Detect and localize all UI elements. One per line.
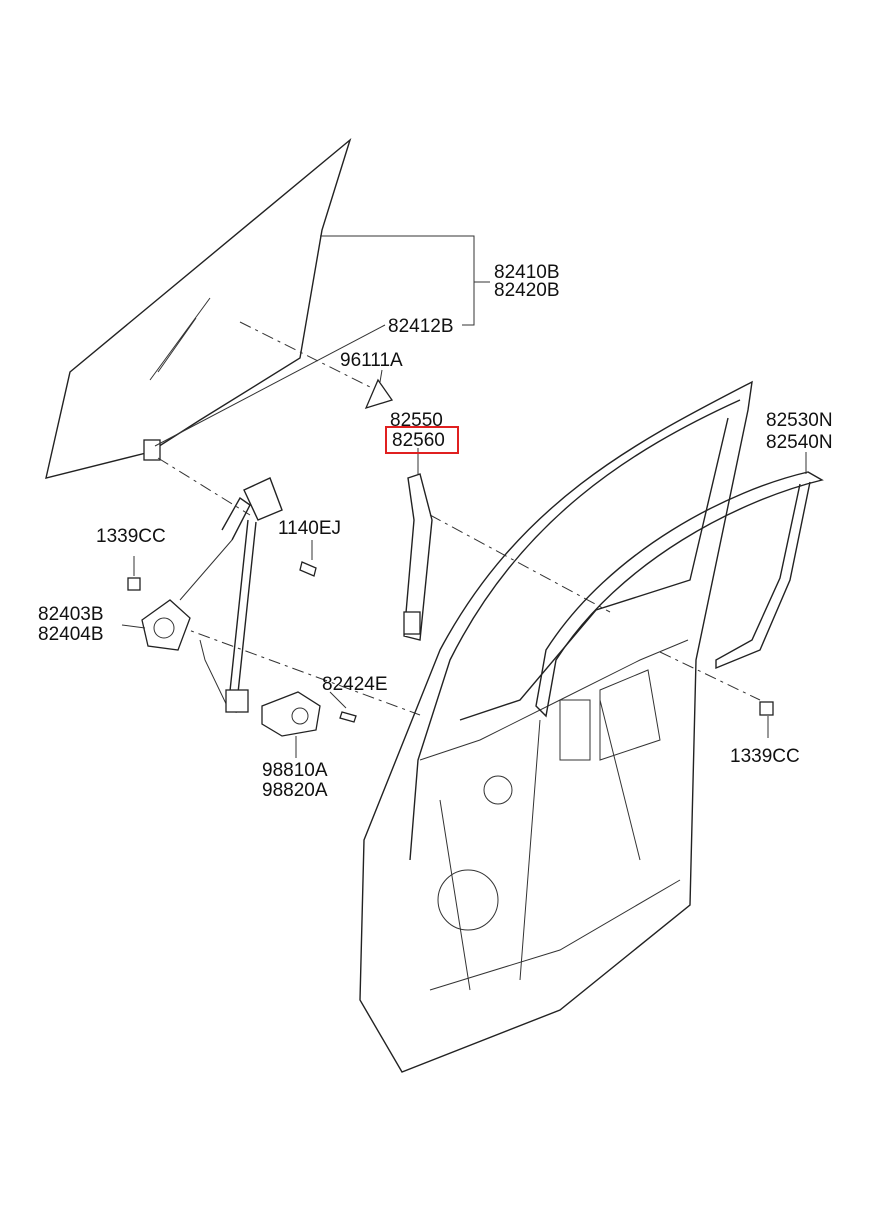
- glass-leader: [320, 235, 490, 326]
- regulator-leader: [121, 624, 146, 629]
- assembly-line-glass-regulator: [157, 457, 251, 516]
- label-channel-2[interactable]: 82560: [392, 430, 445, 451]
- glass-sub-leader: [154, 324, 386, 447]
- highlight-box: [385, 426, 459, 454]
- front-door-panel[interactable]: [359, 380, 753, 1073]
- screw-leader: [329, 691, 347, 709]
- label-nut-left[interactable]: 1339CC: [96, 526, 166, 547]
- label-glass-1[interactable]: 82410B: [494, 262, 560, 283]
- assembly-line-regulator-door: [174, 624, 421, 716]
- run-pad-part[interactable]: [364, 378, 394, 410]
- label-motor-1[interactable]: 98810A: [262, 760, 328, 781]
- label-pad[interactable]: 96111A: [340, 350, 403, 371]
- window-regulator[interactable]: [179, 477, 283, 713]
- label-motor-2[interactable]: 98820A: [262, 780, 328, 801]
- label-screw[interactable]: 82424E: [322, 674, 388, 695]
- label-nut-right[interactable]: 1339CC: [730, 746, 800, 767]
- regulator-motor[interactable]: [261, 691, 321, 737]
- label-weatherstrip-2[interactable]: 82540N: [766, 432, 833, 453]
- nut-right-part[interactable]: [759, 701, 774, 716]
- assembly-line-channel-door: [429, 514, 611, 613]
- label-weatherstrip-1[interactable]: 82530N: [766, 410, 833, 431]
- label-glass-sub[interactable]: 82412B: [388, 316, 454, 337]
- bolt-part[interactable]: [299, 561, 317, 577]
- label-channel-1[interactable]: 82550: [390, 410, 443, 431]
- regulator-bracket[interactable]: [141, 599, 191, 651]
- label-glass-2[interactable]: 82420B: [494, 280, 560, 301]
- nut-left-part[interactable]: [127, 577, 141, 591]
- rear-lower-channel[interactable]: [403, 448, 433, 641]
- label-regulator-1[interactable]: 82403B: [38, 604, 104, 625]
- run-pad-leader: [379, 369, 383, 383]
- screw-part[interactable]: [339, 711, 357, 723]
- door-weatherstrip[interactable]: [535, 471, 824, 718]
- label-bolt[interactable]: 1140EJ: [278, 518, 341, 539]
- door-glass[interactable]: [45, 137, 352, 479]
- assembly-line-strip-nut: [659, 651, 761, 701]
- label-regulator-2[interactable]: 82404B: [38, 624, 104, 645]
